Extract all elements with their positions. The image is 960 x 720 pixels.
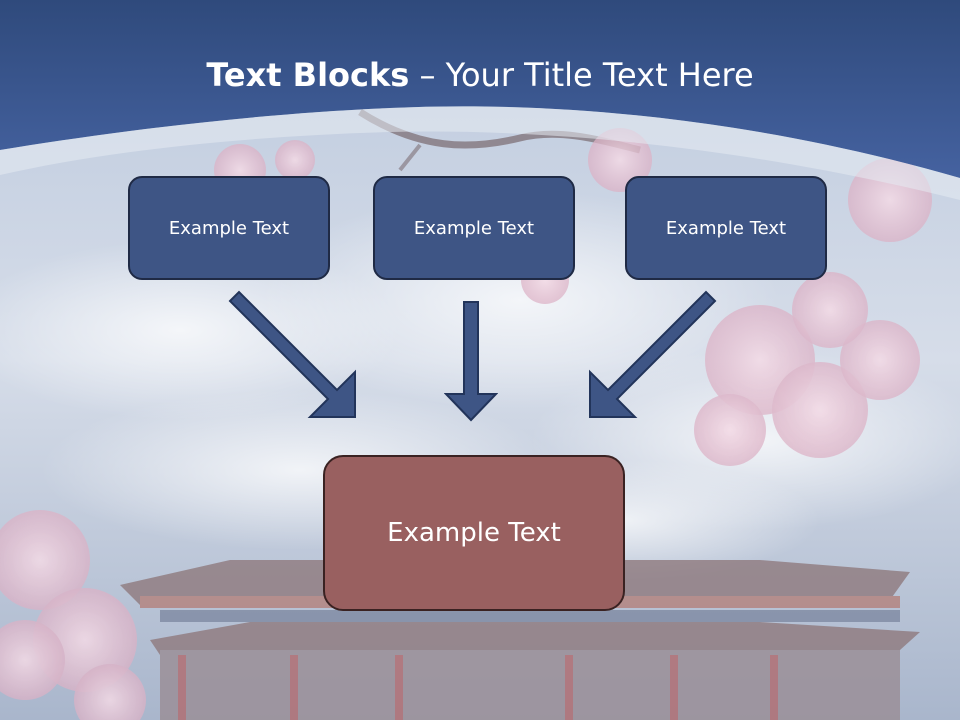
- text-block-1[interactable]: Example Text: [128, 176, 330, 280]
- text-block-2[interactable]: Example Text: [373, 176, 575, 280]
- target-text-block-label: Example Text: [387, 518, 561, 548]
- header-curve-highlight: [0, 106, 960, 200]
- title-rest: – Your Title Text Here: [409, 56, 754, 94]
- text-block-2-label: Example Text: [413, 217, 535, 239]
- text-block-1-label: Example Text: [168, 217, 290, 239]
- target-text-block[interactable]: Example Text: [323, 455, 625, 611]
- arrow-right-diagonal: [589, 290, 717, 418]
- arrow-down: [444, 301, 498, 422]
- text-block-3[interactable]: Example Text: [625, 176, 827, 280]
- slide-title: Text Blocks – Your Title Text Here: [0, 52, 960, 98]
- header-banner: [0, 0, 960, 178]
- cherry-blossoms-right: [214, 128, 932, 466]
- text-block-3-label: Example Text: [665, 217, 787, 239]
- cherry-blossoms-left: [0, 510, 146, 720]
- title-bold: Text Blocks: [206, 56, 410, 94]
- arrow-left-diagonal: [228, 290, 356, 418]
